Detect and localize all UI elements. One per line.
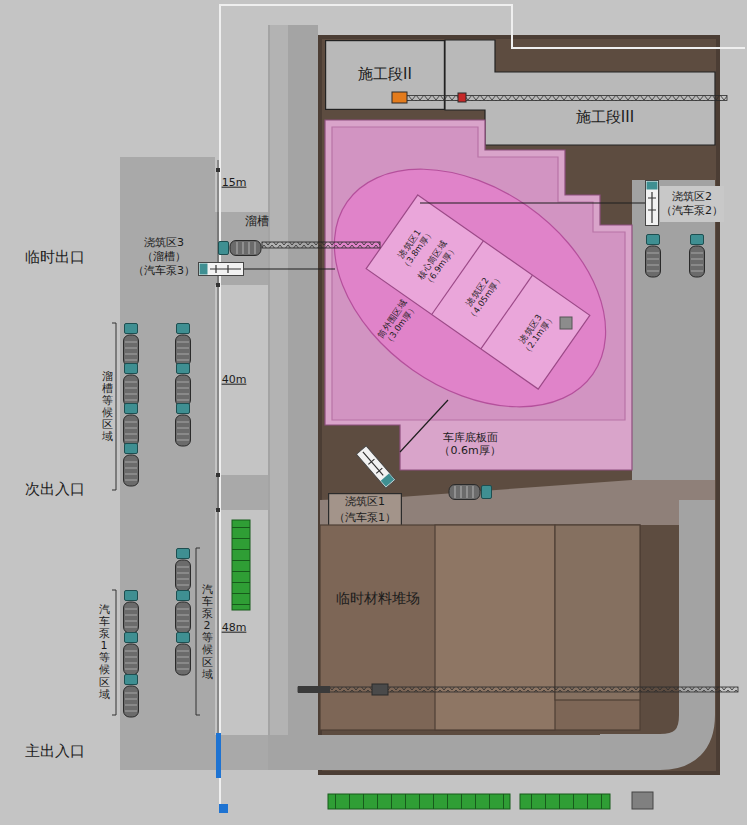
mixer-truck [124, 404, 139, 447]
node-text: 车库底板面 （0.6m厚） [439, 432, 500, 457]
concrete-chute [262, 242, 380, 248]
site-label: （汽车泵3） [133, 265, 195, 278]
site-label: 主出入口 [25, 743, 85, 760]
mixer-truck [176, 591, 191, 634]
material-yard-shape [435, 525, 555, 730]
dimension-tick [216, 473, 220, 477]
haul-road [320, 480, 715, 525]
garage-slab-region: 车库底板面 （0.6m厚） 筒外围区域 （3.0m厚）浇筑区1 （3.8m厚）核心… [325, 120, 632, 470]
site-label: 临时出口 [25, 249, 85, 266]
pump-boom [244, 268, 335, 269]
pump-pad [660, 186, 724, 222]
node-text: 浇筑区1 [345, 496, 385, 509]
mixer-truck [219, 241, 262, 256]
pump-truck [199, 263, 244, 276]
zone-label: 溜槽等候区域 [102, 371, 113, 444]
material-yard: 临时材料堆场 [320, 525, 640, 730]
outline-group [320, 525, 640, 730]
site-label: （汽车泵2） [661, 205, 723, 218]
mixer-truck [176, 549, 191, 592]
site-label: 浇筑区3 [144, 237, 184, 250]
mixer-truck [124, 633, 139, 676]
zone-bracket [112, 323, 116, 490]
material-yard-shape [555, 525, 640, 700]
zone-bracket [196, 548, 200, 715]
outline-group [290, 120, 650, 456]
crane-cab [372, 684, 388, 695]
site-label: 次出入口 [25, 481, 85, 498]
pump-truck [356, 446, 395, 488]
zone-label: 汽车泵1等候区域 [99, 604, 110, 701]
dimension-label: 40m [222, 374, 247, 387]
crane-cab [392, 92, 407, 103]
mixer-truck [124, 675, 139, 718]
mixer-truck [690, 235, 705, 278]
site-road-lane [270, 25, 288, 770]
outline-group [366, 195, 590, 389]
site-office [232, 520, 250, 610]
crane-base [560, 317, 572, 329]
mixer-truck [176, 324, 191, 367]
mixer-truck [176, 404, 191, 447]
mixer-truck [124, 364, 139, 407]
pump-truck [646, 181, 659, 226]
pump-boom [400, 400, 448, 452]
pour-zone-box: 浇筑区1 （汽车泵1） [328, 493, 402, 527]
dimension-tick [216, 508, 220, 512]
pour-zone-box-shape [329, 494, 402, 527]
material-yard-shape [320, 525, 640, 730]
outline-group [329, 494, 402, 527]
utility-box [632, 792, 653, 809]
mixer-truck [449, 485, 492, 500]
site-road [268, 25, 318, 770]
zone-label: 汽车泵2等候区域 [202, 584, 213, 681]
node-text: （汽车泵1） [334, 512, 396, 525]
mixer-truck [646, 235, 661, 278]
mixer-truck [176, 364, 191, 407]
node-text: 临时材料堆场 [336, 590, 420, 606]
site-office [328, 794, 510, 809]
zone-bracket [112, 590, 116, 715]
core-pour-zones: 浇筑区1 （3.8m厚）核心筒区域 （6.9m厚）浇筑区2 （4.05m厚）浇筑… [364, 192, 592, 392]
gate-marker [216, 733, 221, 778]
node-text: 施工段II [358, 66, 412, 83]
raft-ellipse: 筒外围区域 （3.0m厚）浇筑区1 （3.8m厚）核心筒区域 （6.9m厚）浇筑… [334, 169, 606, 407]
mixer-truck [124, 591, 139, 634]
crane-counterweight [298, 686, 330, 693]
core-pour-zones-shape [366, 195, 590, 389]
access-road [120, 157, 272, 770]
main-road [268, 735, 640, 770]
mixer-truck [124, 444, 139, 487]
mixer-truck [124, 324, 139, 367]
pump-road [632, 180, 715, 480]
crane-mast [458, 93, 466, 102]
crane-jib [405, 96, 727, 101]
site-office [520, 794, 610, 809]
gate-marker [219, 804, 228, 813]
dimension-label: 15m [222, 177, 247, 190]
site-label: 浇筑区2 [672, 191, 712, 204]
node-text: 施工段III [576, 109, 634, 126]
site-label: （溜槽） [142, 251, 186, 264]
site-label: 溜槽 [245, 215, 269, 229]
raft-ellipse-shape [290, 120, 650, 456]
dimension-label: 48m [222, 622, 247, 635]
node-outline [320, 525, 640, 730]
site-fence [220, 5, 745, 812]
crane-jib [298, 687, 738, 692]
mixer-truck [176, 633, 191, 676]
dimension-tick [216, 168, 220, 172]
pump-boom [420, 202, 645, 203]
dimension-tick [216, 283, 220, 287]
